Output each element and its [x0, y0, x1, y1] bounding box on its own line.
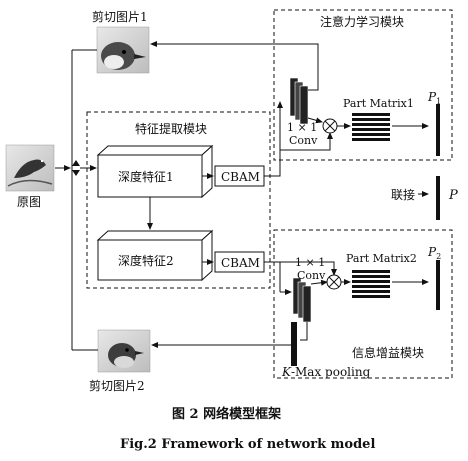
feature-map-stack — [289, 77, 309, 125]
deep-feature1-label: 深度特征1 — [118, 169, 174, 184]
p-label: P — [448, 188, 458, 203]
deep-feature1-block — [96, 144, 214, 199]
splitter-up — [72, 160, 80, 166]
concat-label: 联接 — [391, 187, 415, 202]
crop1-image — [96, 26, 150, 74]
original-image-label: 原图 — [17, 195, 41, 209]
splitter-down — [72, 170, 80, 176]
figure-caption-cn: 图 2 网络模型框架 — [172, 406, 281, 422]
info-gain-module-title: 信息增益模块 — [352, 345, 424, 360]
kmax-pooling-label: K-Max pooling — [281, 365, 371, 379]
kmax-bar — [291, 322, 297, 366]
original-image — [5, 144, 55, 192]
arrow — [280, 132, 333, 151]
multiply-icon — [326, 274, 342, 290]
part-matrix1-label: Part Matrix1 — [343, 97, 414, 110]
p1-bar — [436, 104, 440, 156]
arrow — [307, 117, 323, 124]
conv1-bottom-label: Conv — [289, 134, 318, 147]
part-matrix1 — [352, 113, 390, 141]
attention-module-title: 注意力学习模块 — [320, 14, 404, 29]
arrow — [264, 101, 283, 177]
bird-image — [14, 159, 46, 178]
deep-feature2-block — [96, 229, 214, 282]
arrow — [310, 279, 328, 286]
multiply-icon — [322, 118, 338, 134]
p-bar — [436, 176, 440, 220]
arrow — [264, 261, 281, 292]
arrow — [150, 41, 319, 91]
crop2-label: 剪切图片2 — [89, 378, 145, 393]
conv1-top-label: 1 × 1 — [287, 121, 317, 134]
crop1-label: 剪切图片1 — [92, 9, 148, 24]
feature-extraction-title: 特征提取模块 — [135, 121, 207, 136]
conv2-bottom-label: Conv — [297, 269, 326, 282]
p2-label: P2 — [427, 245, 441, 261]
part-matrix2-label: Part Matrix2 — [346, 252, 417, 265]
feature-extraction-module-box — [86, 111, 271, 289]
p1-label: P1 — [427, 90, 441, 106]
deep-feature2-label: 深度特征2 — [118, 253, 174, 268]
info-gain-module-box — [273, 229, 453, 379]
cbam1-label: CBAM — [221, 170, 260, 184]
figure-caption-en: Fig.2 Framework of network model — [120, 437, 375, 452]
p2-bar — [436, 260, 440, 310]
attention-module-box — [273, 9, 453, 161]
crop2-image — [97, 329, 151, 373]
arrow — [280, 261, 337, 276]
feature-map-stack — [292, 277, 312, 323]
cbam2-label: CBAM — [221, 256, 260, 270]
arrow — [300, 322, 308, 341]
part-matrix2 — [352, 270, 390, 298]
